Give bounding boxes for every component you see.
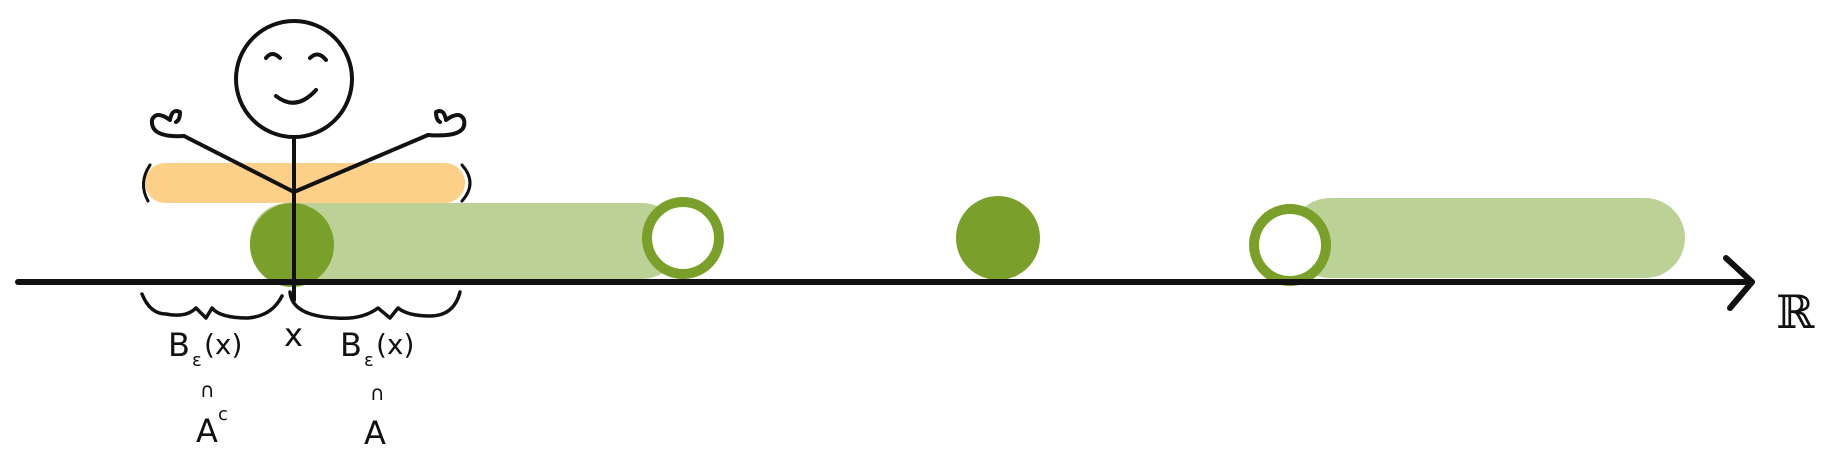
axis-arrow-head — [1723, 255, 1755, 311]
svg-text:ε: ε — [192, 350, 202, 371]
stick-figure-icon — [149, 19, 467, 302]
open-point-right-interval-start — [1249, 204, 1331, 286]
open-point-left-interval-end — [642, 197, 724, 279]
svg-text:B: B — [340, 326, 362, 364]
epsilon-ball-left-paren — [142, 163, 152, 203]
axis-label-reals: ℝ — [1776, 285, 1815, 339]
right-brace — [288, 290, 462, 321]
isolated-point — [956, 196, 1040, 280]
svg-text:B: B — [168, 326, 190, 364]
left-ball-label: B ε (x) ∩ A c — [168, 326, 242, 450]
left-brace — [140, 292, 284, 320]
interval-bar-left — [250, 203, 680, 279]
interval-bar-right — [1290, 198, 1685, 278]
svg-text:ε: ε — [364, 350, 374, 371]
epsilon-ball-right-paren — [460, 163, 472, 203]
epsilon-ball-highlight — [145, 163, 465, 203]
point-x-label: x — [284, 316, 303, 354]
smile-face-icon — [234, 19, 354, 139]
svg-text:(x): (x) — [376, 328, 414, 361]
svg-text:∩: ∩ — [200, 378, 215, 402]
svg-text:(x): (x) — [204, 328, 242, 361]
svg-text:∩: ∩ — [370, 381, 385, 405]
svg-text:A: A — [196, 412, 218, 450]
svg-text:c: c — [218, 404, 228, 425]
right-ball-label: B ε (x) ∩ A — [340, 326, 414, 452]
svg-text:A: A — [364, 414, 386, 452]
